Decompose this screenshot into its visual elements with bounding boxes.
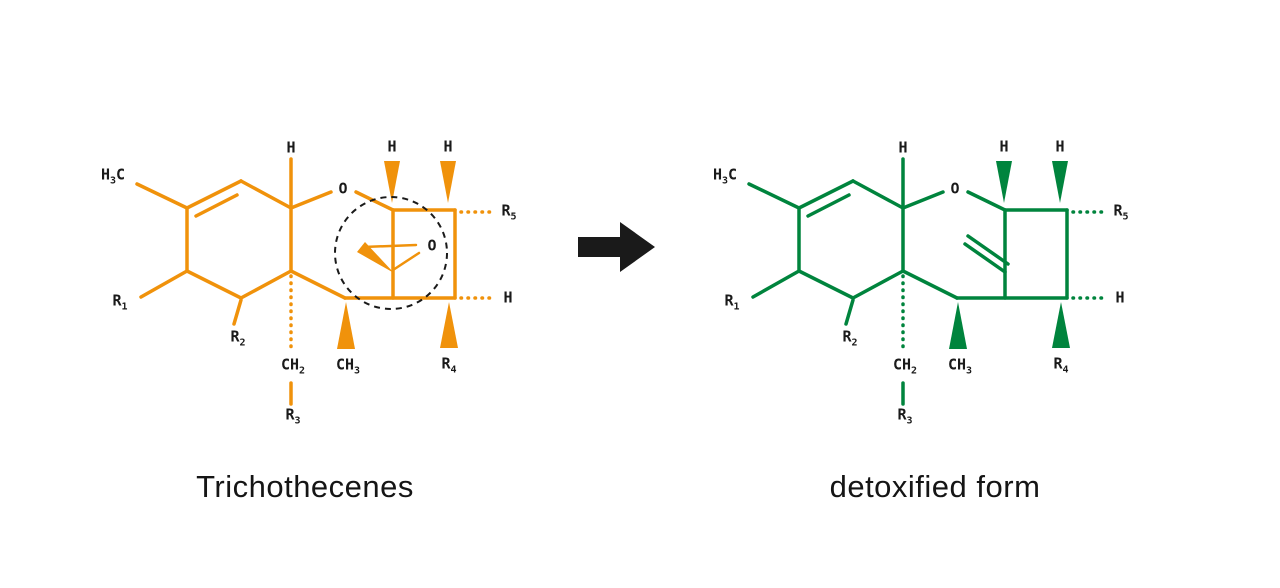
label-r3-right: R3 bbox=[897, 405, 913, 427]
label-h-wedge1-left: H bbox=[387, 137, 397, 156]
double-bond-line bbox=[966, 234, 1010, 266]
exocyclic-double-bond bbox=[963, 234, 1010, 274]
reaction-arrow bbox=[578, 222, 655, 272]
label-r5-right: R5 bbox=[1113, 201, 1129, 223]
label-h-right-right: H bbox=[1115, 288, 1125, 307]
label-ring-oxygen-right: O bbox=[948, 179, 962, 198]
label-ch2-left: CH2 bbox=[280, 355, 306, 377]
epoxide-bond bbox=[391, 251, 421, 272]
label-r3-left: R3 bbox=[285, 405, 301, 427]
label-epoxide-oxygen: O bbox=[425, 236, 439, 255]
label-h-right-left: H bbox=[503, 288, 513, 307]
label-r1-right: R1 bbox=[724, 291, 740, 313]
label-ch3-right: CH3 bbox=[947, 355, 973, 377]
label-h-wedge2-right: H bbox=[1055, 137, 1065, 156]
label-ch2-right: CH2 bbox=[892, 355, 918, 377]
epoxide-group bbox=[357, 242, 421, 273]
label-r2-left: R2 bbox=[230, 327, 246, 349]
label-ch3-left: CH3 bbox=[335, 355, 361, 377]
epoxide-bond bbox=[361, 243, 418, 249]
label-h3c-right: H3C bbox=[712, 165, 738, 187]
label-h-junction-right: H bbox=[898, 138, 908, 157]
label-r1-left: R1 bbox=[112, 291, 128, 313]
left-structure-title: Trichothecenes bbox=[196, 469, 414, 504]
label-h-wedge2-left: H bbox=[443, 137, 453, 156]
label-r4-right: R4 bbox=[1053, 354, 1069, 376]
label-h-junction-left: H bbox=[286, 138, 296, 157]
label-h3c-left: H3C bbox=[100, 165, 126, 187]
label-r5-left: R5 bbox=[501, 201, 517, 223]
epoxide-wedge bbox=[357, 242, 394, 273]
label-h-wedge1-right: H bbox=[999, 137, 1009, 156]
epoxide-highlight-circle bbox=[334, 196, 448, 310]
right-structure-title: detoxified form bbox=[829, 469, 1041, 504]
double-bond-line bbox=[963, 242, 1007, 274]
label-r4-left: R4 bbox=[441, 354, 457, 376]
label-ring-oxygen-left: O bbox=[336, 179, 350, 198]
label-r2-right: R2 bbox=[842, 327, 858, 349]
